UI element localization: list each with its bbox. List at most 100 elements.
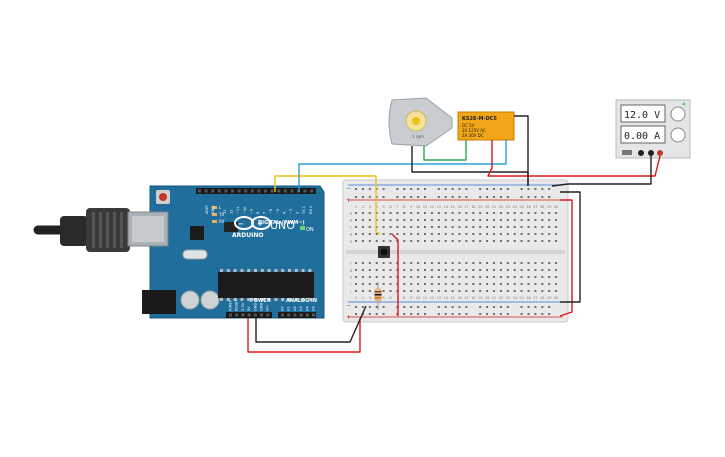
terminal-hole[interactable] xyxy=(541,219,544,221)
rail-hole[interactable] xyxy=(424,313,426,315)
terminal-hole[interactable] xyxy=(417,262,420,264)
terminal-hole[interactable] xyxy=(403,226,406,228)
terminal-hole[interactable] xyxy=(437,240,440,242)
voltage-knob[interactable] xyxy=(670,106,686,122)
terminal-hole[interactable] xyxy=(458,262,461,264)
power-supply[interactable]: 12.0 V 0.00 A xyxy=(615,99,691,159)
rail-hole[interactable] xyxy=(479,196,482,198)
terminal-hole[interactable] xyxy=(382,226,385,228)
rail-hole[interactable] xyxy=(541,306,544,308)
terminal-hole[interactable] xyxy=(444,283,447,285)
rail-hole[interactable] xyxy=(355,188,357,190)
rail-hole[interactable] xyxy=(368,196,371,198)
terminal-hole[interactable] xyxy=(361,240,364,242)
terminal-hole[interactable] xyxy=(458,226,461,228)
terminal-hole[interactable] xyxy=(513,212,516,214)
terminal-hole[interactable] xyxy=(506,290,509,292)
terminal-hole[interactable] xyxy=(417,226,420,228)
terminal-hole[interactable] xyxy=(513,262,516,264)
rail-hole[interactable] xyxy=(361,188,364,190)
terminal-hole[interactable] xyxy=(458,240,461,242)
terminal-hole[interactable] xyxy=(541,290,544,292)
terminal-hole[interactable] xyxy=(499,212,502,214)
digital-pin-socket[interactable] xyxy=(231,189,234,193)
rail-hole[interactable] xyxy=(520,306,523,308)
terminal-hole[interactable] xyxy=(465,290,468,292)
terminal-hole[interactable] xyxy=(479,269,482,271)
terminal-hole[interactable] xyxy=(520,269,523,271)
yellow-wire[interactable] xyxy=(274,175,381,235)
terminal-hole[interactable] xyxy=(424,212,426,214)
digital-pin-socket[interactable] xyxy=(204,189,208,193)
rail-hole[interactable] xyxy=(437,188,440,190)
terminal-hole[interactable] xyxy=(534,219,537,221)
power-pin-socket[interactable] xyxy=(247,313,251,317)
terminal-hole[interactable] xyxy=(555,269,558,271)
terminal-hole[interactable] xyxy=(368,262,371,264)
terminal-hole[interactable] xyxy=(548,212,551,214)
terminal-hole[interactable] xyxy=(396,233,399,235)
terminal-hole[interactable] xyxy=(520,283,523,285)
terminal-hole[interactable] xyxy=(506,240,509,242)
rail-hole[interactable] xyxy=(368,313,371,315)
terminal-hole[interactable] xyxy=(527,219,530,221)
terminal-hole[interactable] xyxy=(403,233,406,235)
red-5v-wire[interactable] xyxy=(247,318,361,353)
terminal-hole[interactable] xyxy=(396,219,399,221)
digital-pin-socket[interactable] xyxy=(283,189,287,193)
power-pin-socket[interactable] xyxy=(235,313,239,317)
terminal-hole[interactable] xyxy=(368,226,371,228)
rail-hole[interactable] xyxy=(499,306,502,308)
terminal-hole[interactable] xyxy=(486,233,489,235)
terminal-hole[interactable] xyxy=(430,233,433,235)
terminal-hole[interactable] xyxy=(527,233,530,235)
rail-hole[interactable] xyxy=(548,313,551,315)
rail-hole[interactable] xyxy=(361,196,364,198)
terminal-hole[interactable] xyxy=(548,269,551,271)
terminal-hole[interactable] xyxy=(410,219,413,221)
terminal-hole[interactable] xyxy=(472,219,475,221)
negative-terminal[interactable] xyxy=(648,150,654,156)
power-switch[interactable] xyxy=(622,150,632,155)
terminal-hole[interactable] xyxy=(389,226,392,228)
terminal-hole[interactable] xyxy=(458,290,461,292)
current-knob[interactable] xyxy=(670,127,686,143)
rail-hole[interactable] xyxy=(417,188,420,190)
red-wire-relay[interactable] xyxy=(487,140,661,177)
terminal-hole[interactable] xyxy=(451,262,454,264)
terminal-hole[interactable] xyxy=(382,240,385,242)
terminal-hole[interactable] xyxy=(403,276,406,278)
terminal-hole[interactable] xyxy=(534,290,537,292)
terminal-hole[interactable] xyxy=(417,240,420,242)
terminal-hole[interactable] xyxy=(355,226,357,228)
terminal-hole[interactable] xyxy=(361,290,364,292)
terminal-hole[interactable] xyxy=(534,212,537,214)
rail-hole[interactable] xyxy=(479,313,482,315)
terminal-hole[interactable] xyxy=(410,240,413,242)
terminal-hole[interactable] xyxy=(355,219,357,221)
digital-pin-socket[interactable] xyxy=(250,189,254,193)
terminal-hole[interactable] xyxy=(499,233,502,235)
terminal-hole[interactable] xyxy=(479,212,482,214)
terminal-hole[interactable] xyxy=(520,262,523,264)
rail-hole[interactable] xyxy=(355,196,357,198)
blue-wire[interactable] xyxy=(298,140,507,192)
rail-hole[interactable] xyxy=(493,306,495,308)
terminal-hole[interactable] xyxy=(458,212,461,214)
terminal-hole[interactable] xyxy=(410,283,413,285)
terminal-hole[interactable] xyxy=(555,262,558,264)
rail-hole[interactable] xyxy=(382,196,385,198)
terminal-hole[interactable] xyxy=(410,276,413,278)
terminal-hole[interactable] xyxy=(410,226,413,228)
terminal-hole[interactable] xyxy=(465,226,468,228)
terminal-hole[interactable] xyxy=(513,226,516,228)
terminal-hole[interactable] xyxy=(458,269,461,271)
rail-hole[interactable] xyxy=(465,188,468,190)
rail-hole[interactable] xyxy=(424,196,426,198)
terminal-hole[interactable] xyxy=(493,262,495,264)
black-wire-relay[interactable] xyxy=(514,115,529,186)
terminal-hole[interactable] xyxy=(548,290,551,292)
terminal-hole[interactable] xyxy=(355,290,357,292)
terminal-hole[interactable] xyxy=(493,219,495,221)
terminal-hole[interactable] xyxy=(534,226,537,228)
